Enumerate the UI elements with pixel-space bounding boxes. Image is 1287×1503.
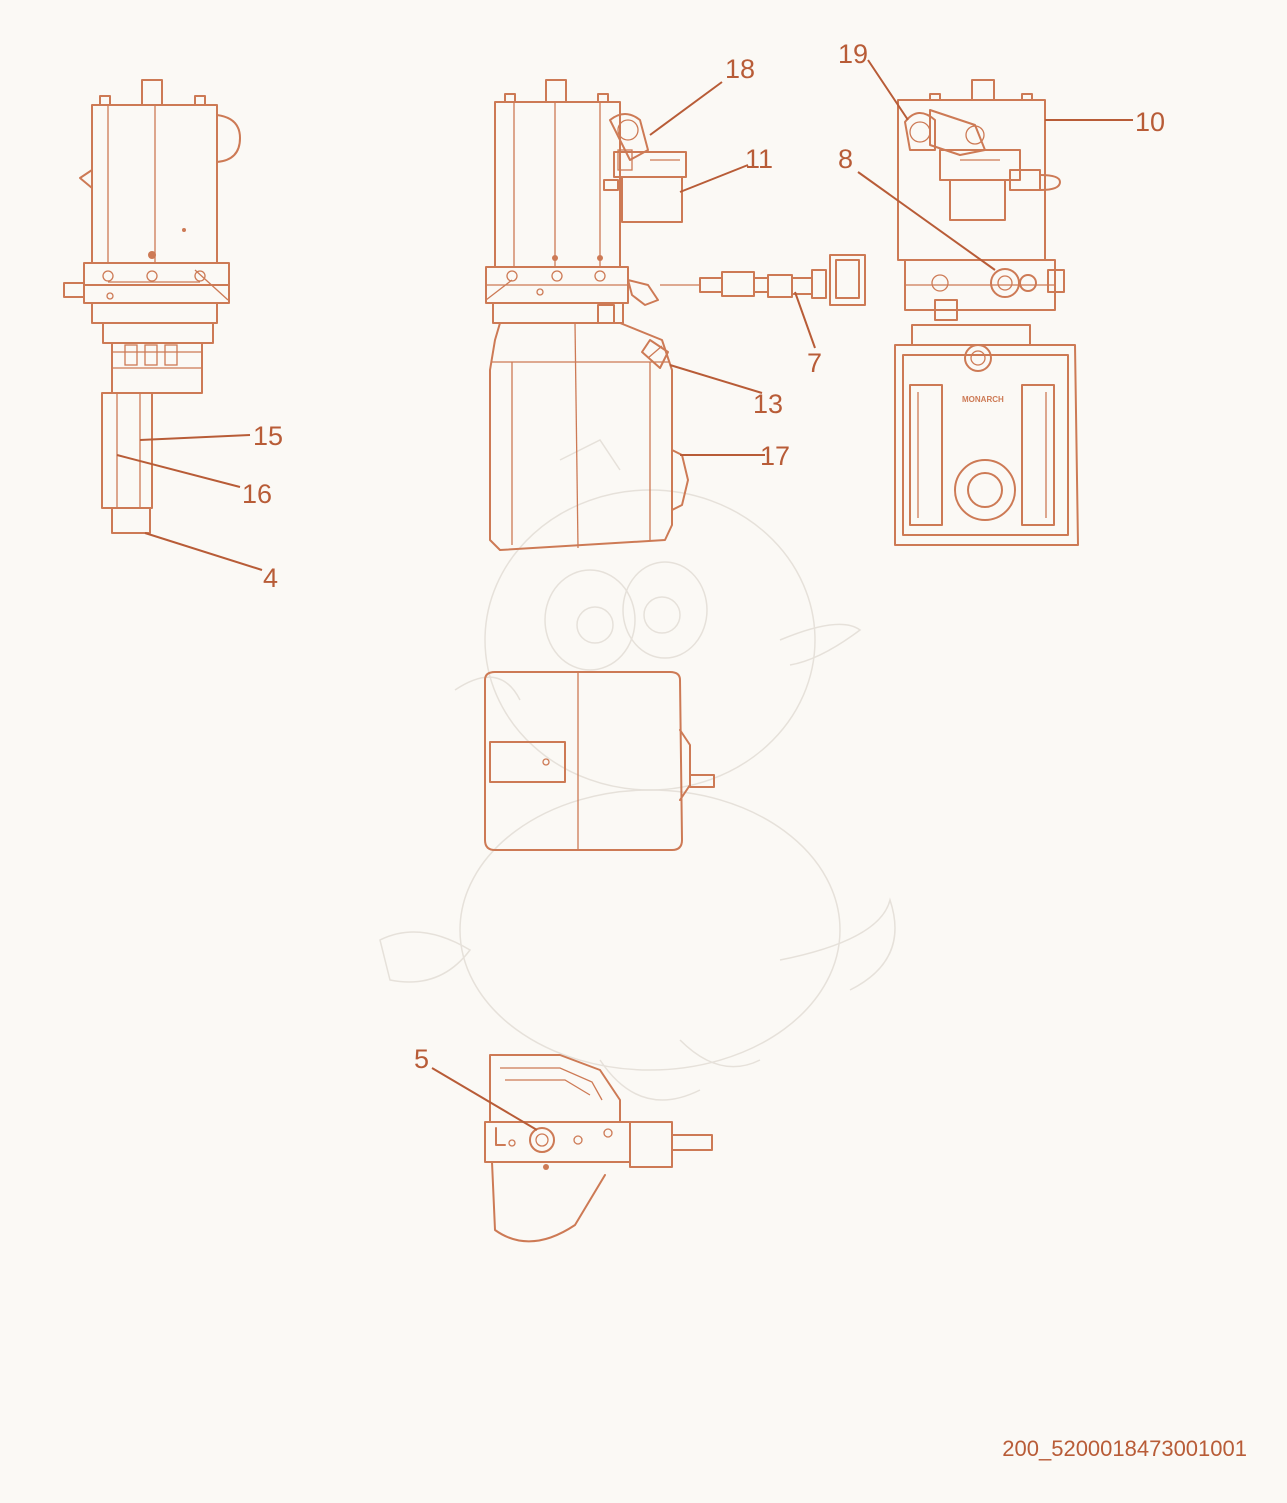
callout-8: 8 bbox=[838, 144, 853, 174]
callout-5: 5 bbox=[414, 1044, 429, 1074]
left-side-view bbox=[63, 79, 241, 534]
callout-19: 19 bbox=[838, 39, 868, 69]
drawing-id-label: 200_5200018473001001 bbox=[1002, 1436, 1247, 1461]
callout-7: 7 bbox=[807, 348, 822, 378]
callout-4: 4 bbox=[263, 563, 278, 593]
callout-11: 11 bbox=[745, 144, 773, 174]
callout-labels: 18 11 19 10 8 7 13 17 15 16 4 5 bbox=[242, 39, 1165, 1074]
callout-15: 15 bbox=[253, 421, 283, 451]
callout-10: 10 bbox=[1135, 107, 1165, 137]
center-front-view bbox=[485, 79, 866, 551]
tank-top-view bbox=[484, 671, 715, 851]
right-view: MONARCH bbox=[894, 79, 1079, 546]
callout-17: 17 bbox=[760, 441, 790, 471]
bottom-manifold-view bbox=[484, 1054, 713, 1243]
callout-16: 16 bbox=[242, 479, 272, 509]
callout-leaders bbox=[116, 59, 1133, 1131]
watermark bbox=[379, 439, 896, 1101]
callout-13: 13 bbox=[753, 389, 783, 419]
callout-18: 18 bbox=[725, 54, 755, 84]
brand-mark: MONARCH bbox=[962, 395, 1004, 404]
